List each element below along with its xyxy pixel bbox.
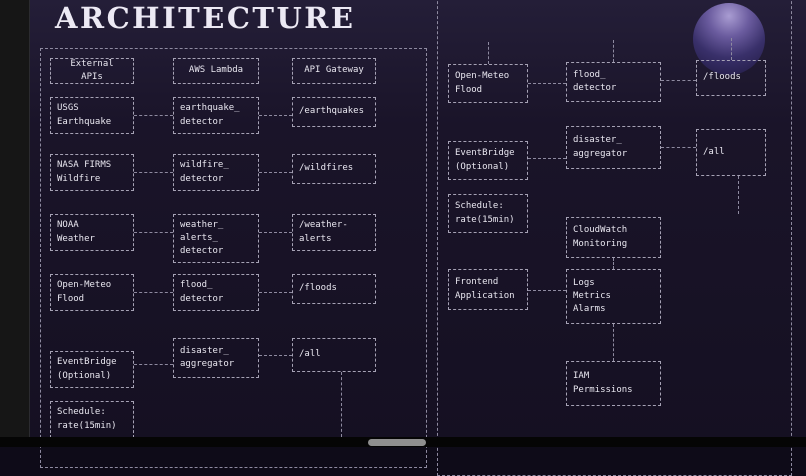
connector-line: [134, 364, 173, 365]
connector-line: [341, 372, 342, 437]
box-disaster-aggregator-2: disaster_ aggregator: [566, 126, 661, 169]
scrollbar-thumb[interactable]: [368, 439, 426, 446]
connector-line: [134, 172, 173, 173]
box-earthquake-detector: earthquake_ detector: [173, 97, 259, 134]
connector-line: [488, 42, 489, 64]
box-weather-alerts-detector: weather_ alerts_ detector: [173, 214, 259, 263]
box-header-aws-lambda: AWS Lambda: [173, 58, 259, 84]
connector-line: [528, 83, 566, 84]
box-noaa-weather: NOAA Weather: [50, 214, 134, 251]
box-openmeteo-flood-2: Open-Meteo Flood: [448, 64, 528, 103]
box-route-weather-alerts: /weather- alerts: [292, 214, 376, 251]
box-openmeteo-flood: Open-Meteo Flood: [50, 274, 134, 311]
box-route-earthquakes: /earthquakes: [292, 97, 376, 127]
box-header-api-gateway: API Gateway: [292, 58, 376, 84]
box-route-all-2: /all: [696, 129, 766, 176]
connector-line: [259, 292, 292, 293]
connector-line: [259, 232, 292, 233]
box-cloudwatch-monitoring: CloudWatch Monitoring: [566, 217, 661, 258]
connector-line: [259, 355, 292, 356]
box-header-external-apis: External APIs: [50, 58, 134, 84]
connector-line: [528, 290, 566, 291]
connector-line: [134, 232, 173, 233]
box-schedule-rate: Schedule: rate(15min): [50, 401, 134, 438]
box-eventbridge-2: EventBridge (Optional): [448, 141, 528, 180]
slide-background: [30, 0, 806, 447]
connector-line: [613, 40, 614, 62]
box-wildfire-detector: wildfire_ detector: [173, 154, 259, 191]
connector-line: [134, 292, 173, 293]
connector-line: [528, 158, 566, 159]
box-route-floods: /floods: [292, 274, 376, 304]
box-eventbridge: EventBridge (Optional): [50, 351, 134, 388]
connector-line: [134, 115, 173, 116]
connector-line: [613, 324, 614, 361]
box-nasa-firms-wildfire: NASA FIRMS Wildfire: [50, 154, 134, 191]
connector-line: [259, 172, 292, 173]
box-flood-detector-2: flood_ detector: [566, 62, 661, 102]
box-logs-metrics-alarms: Logs Metrics Alarms: [566, 269, 661, 324]
connector-line: [738, 176, 739, 214]
connector-line: [259, 115, 292, 116]
box-frontend-application: Frontend Application: [448, 269, 528, 310]
connector-line: [613, 258, 614, 269]
connector-line: [731, 38, 732, 60]
box-route-wildfires: /wildfires: [292, 154, 376, 184]
slide-title: ARCHITECTURE: [55, 1, 356, 35]
connector-line: [661, 80, 696, 81]
box-disaster-aggregator: disaster_ aggregator: [173, 338, 259, 378]
side-strip: [0, 0, 30, 447]
box-route-floods-2: /floods: [696, 60, 766, 96]
box-schedule-rate-2: Schedule: rate(15min): [448, 194, 528, 233]
box-route-all: /all: [292, 338, 376, 372]
planet-decoration: [693, 3, 765, 75]
connector-line: [661, 147, 696, 148]
box-usgs-earthquake: USGS Earthquake: [50, 97, 134, 134]
box-flood-detector: flood_ detector: [173, 274, 259, 311]
box-iam-permissions: IAM Permissions: [566, 361, 661, 406]
